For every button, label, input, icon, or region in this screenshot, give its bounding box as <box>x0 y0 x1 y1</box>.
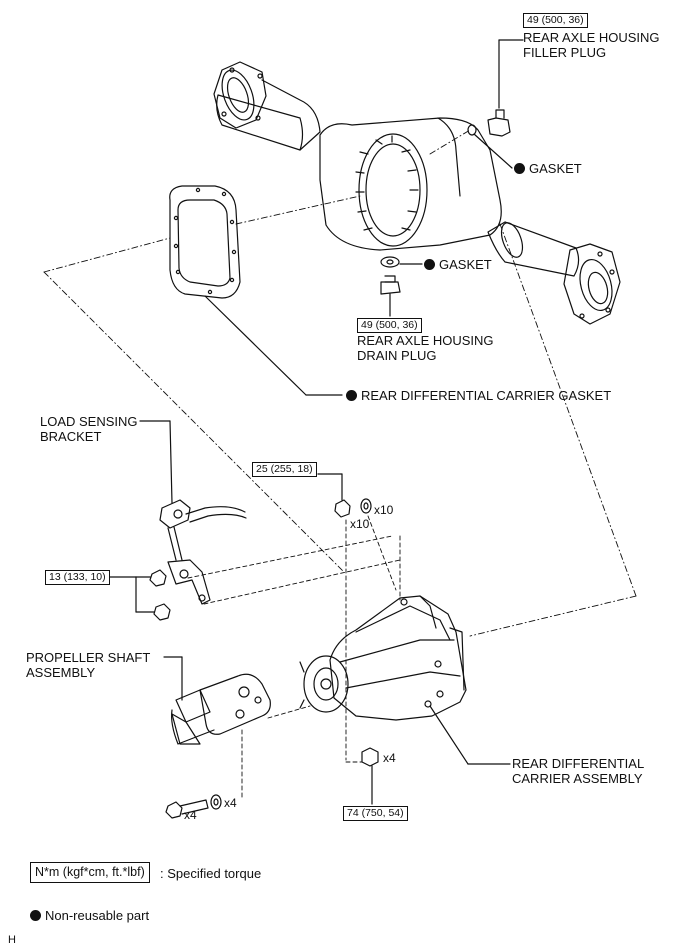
nonreusable-dot-icon <box>30 910 41 921</box>
bracket-nut-torque: 13 (133, 10) <box>45 570 110 585</box>
carrier-gasket-drawing <box>169 185 343 396</box>
differential-carrier-drawing <box>299 595 511 765</box>
gasket-lower-label: GASKET <box>424 257 492 273</box>
gasket-upper-text: GASKET <box>529 161 582 176</box>
upper-nut-torque: 25 (255, 18) <box>252 462 317 477</box>
nonreusable-dot-icon <box>346 390 357 401</box>
carrier-gasket-text: REAR DIFFERENTIAL CARRIER GASKET <box>361 388 612 403</box>
upper-nut-washer-drawing <box>317 473 372 518</box>
nonreusable-dot-icon <box>514 163 525 174</box>
filler-plug-label-line2: FILLER PLUG <box>523 45 607 60</box>
upper-washer-qty: x10 <box>374 503 394 517</box>
rear-axle-housing-drawing <box>213 61 621 325</box>
nonreusable-dot-icon <box>424 259 435 270</box>
drain-plug-torque: 49 (500, 36) <box>357 318 422 333</box>
load-sensing-label-line2: BRACKET <box>40 429 102 444</box>
carrier-nut-torque: 74 (750, 54) <box>343 806 408 821</box>
load-sensing-label-line1: LOAD SENSING <box>40 414 138 429</box>
carrier-nut-qty: x4 <box>383 751 396 765</box>
propeller-shaft-drawing <box>163 656 271 745</box>
drain-plug-drawing <box>380 256 423 317</box>
nonreusable-legend-text: Non-reusable part <box>45 908 150 923</box>
torque-legend-desc: : Specified torque <box>160 866 262 881</box>
carrier-assembly-label-line1: REAR DIFFERENTIAL <box>512 756 645 771</box>
drain-plug-label-line2: DRAIN PLUG <box>357 348 437 363</box>
gasket-upper-label: GASKET <box>514 161 582 177</box>
torque-unit-legend: N*m (kgf*cm, ft.*lbf) <box>30 862 150 883</box>
drain-plug-label-line1: REAR AXLE HOUSING <box>357 333 494 348</box>
guide-lines-upper <box>43 129 637 637</box>
guide-lines-mid <box>187 515 401 801</box>
propeller-shaft-label-line1: PROPELLER SHAFT <box>26 650 151 665</box>
filler-plug-label-line1: REAR AXLE HOUSING <box>523 30 660 45</box>
filler-plug-drawing <box>467 39 524 169</box>
gasket-lower-text: GASKET <box>439 257 492 272</box>
corner-mark: H <box>8 934 16 946</box>
propeller-shaft-label-line2: ASSEMBLY <box>26 665 96 680</box>
upper-nut-qty: x10 <box>350 517 370 531</box>
carrier-assembly-label-line2: CARRIER ASSEMBLY <box>512 771 643 786</box>
carrier-gasket-label: REAR DIFFERENTIAL CARRIER GASKET <box>346 388 611 404</box>
carrier-nut-drawing <box>361 747 379 805</box>
lower-bolt-washer-drawing <box>165 794 222 819</box>
nonreusable-legend: Non-reusable part <box>30 908 149 924</box>
lower-bolt-qty: x4 <box>184 808 197 822</box>
load-sensing-bracket-drawing <box>109 420 247 621</box>
filler-plug-torque: 49 (500, 36) <box>523 13 588 28</box>
lower-washer-qty: x4 <box>224 796 237 810</box>
